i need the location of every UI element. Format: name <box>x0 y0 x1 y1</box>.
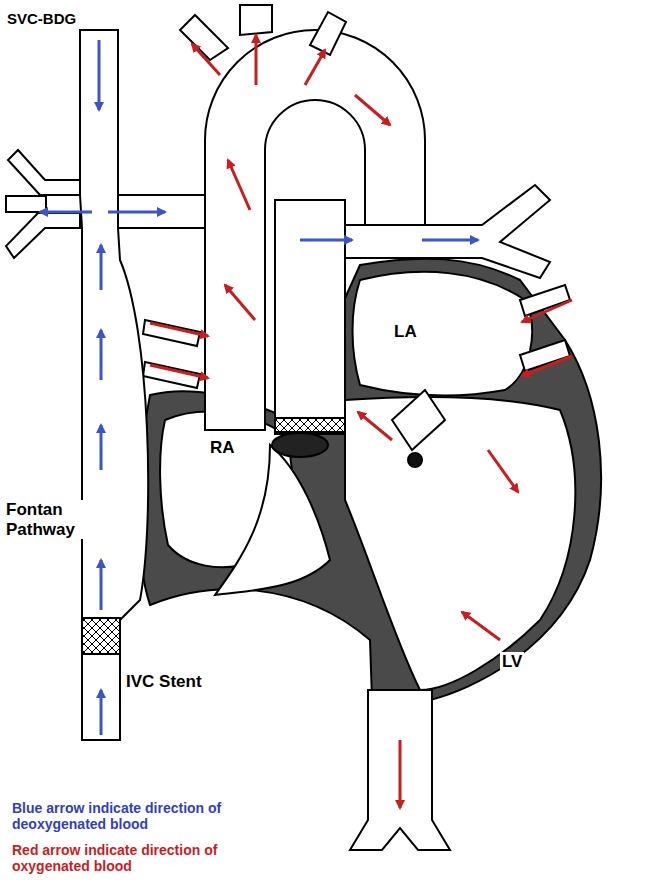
chamber-label: LV <box>500 652 524 672</box>
legend-note: Blue arrow indicate direction of deoxyge… <box>10 800 229 832</box>
stent-label: IVC Stent <box>124 672 204 692</box>
vessel-label: SVC-BDG <box>5 10 78 27</box>
chamber-label: RA <box>208 438 237 458</box>
legend-note: Red arrow indicate direction of oxygenat… <box>10 842 229 874</box>
pathway-label: Fontan Pathway <box>4 500 92 539</box>
chamber-label: LA <box>392 322 419 342</box>
